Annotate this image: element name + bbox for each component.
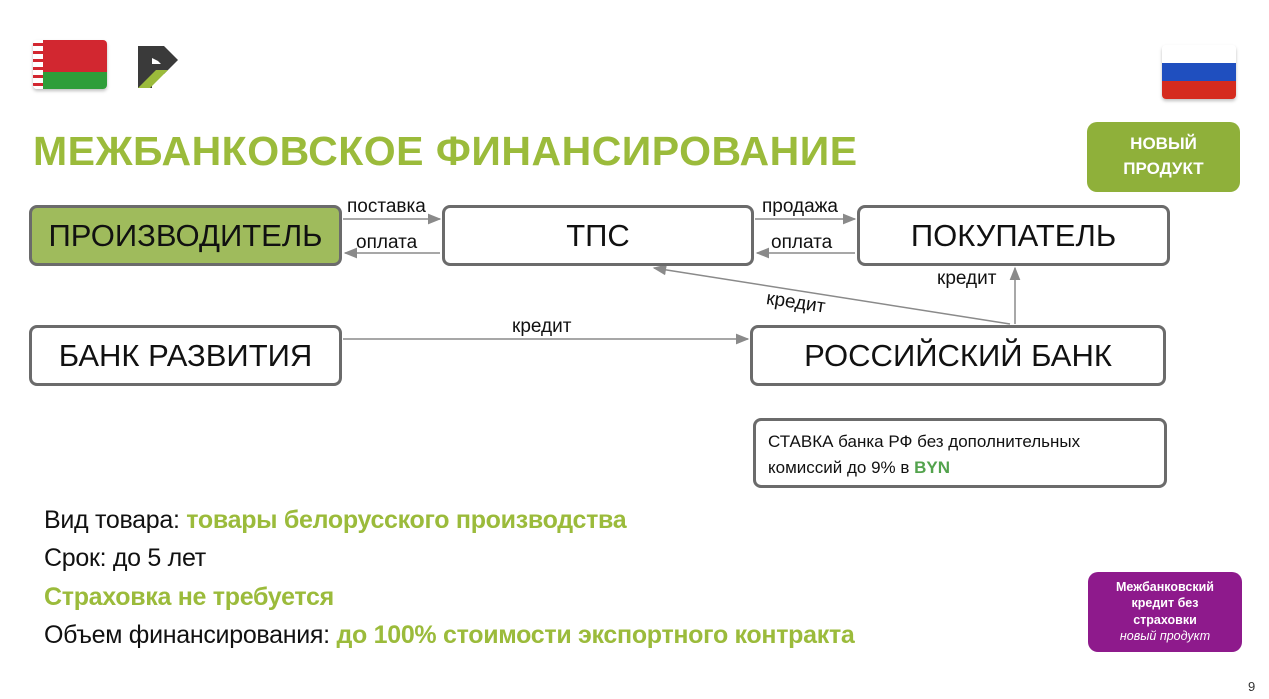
- development-bank-label: БАНК РАЗВИТИЯ: [58, 337, 313, 373]
- badge-line1: Межбанковский: [1116, 580, 1214, 594]
- label-credit-dev: кредит: [512, 316, 572, 337]
- label-delivery: поставка: [347, 196, 426, 217]
- rate-note: СТАВКА банка РФ без дополнительных комис…: [753, 418, 1167, 488]
- badge-line2: кредит без: [1131, 596, 1199, 611]
- tps-box: ТПС: [442, 205, 754, 266]
- russia-flag-icon: [1162, 45, 1236, 99]
- badge-line4: новый продукт: [1119, 628, 1211, 643]
- new-product-badge-line1: НОВЫЙ: [1130, 134, 1197, 154]
- interbank-credit-badge: Межбанковский кредит без страховки новый…: [1088, 572, 1242, 652]
- new-product-badge-line2: ПРОДУКТ: [1123, 159, 1204, 178]
- producer-box: ПРОИЗВОДИТЕЛЬ: [29, 205, 342, 266]
- label-payment-right: оплата: [771, 232, 833, 253]
- term-line: Срок: до 5 лет: [44, 544, 206, 572]
- development-bank-box: БАНК РАЗВИТИЯ: [29, 325, 342, 386]
- new-product-badge: НОВЫЙ ПРОДУКТ: [1087, 122, 1240, 192]
- rate-note-line2: комиссий до 9% в BYN: [768, 455, 1152, 481]
- rate-note-line2-text: комиссий до 9% в: [768, 457, 910, 477]
- currency-label: BYN: [914, 457, 951, 477]
- label-credit-buyer: кредит: [937, 268, 997, 289]
- goods-type-label: Вид товара:: [44, 506, 180, 534]
- page-title: МЕЖБАНКОВСКОЕ ФИНАНСИРОВАНИЕ: [33, 128, 858, 174]
- financing-volume-value: до 100% стоимости экспортного контракта: [336, 621, 855, 649]
- goods-type-line: Вид товара: товары белорусского производ…: [44, 506, 627, 535]
- russian-bank-label: РОССИЙСКИЙ БАНК: [804, 337, 1112, 373]
- page-number: 9: [1248, 679, 1256, 694]
- tps-label: ТПС: [566, 217, 630, 253]
- buyer-label: ПОКУПАТЕЛЬ: [910, 217, 1117, 253]
- company-logo: [138, 46, 178, 88]
- label-sale: продажа: [762, 196, 838, 217]
- belarus-flag-icon: [33, 40, 107, 89]
- goods-type-value: товары белорусского производства: [186, 506, 627, 534]
- russian-bank-box: РОССИЙСКИЙ БАНК: [750, 325, 1166, 386]
- financing-volume-label: Объем финансирования:: [44, 621, 330, 649]
- label-payment-left: оплата: [356, 232, 418, 253]
- insurance-line: Страховка не требуется: [44, 583, 334, 611]
- buyer-box: ПОКУПАТЕЛЬ: [857, 205, 1170, 266]
- producer-label: ПРОИЗВОДИТЕЛЬ: [48, 217, 323, 253]
- financing-volume-line: Объем финансирования: до 100% стоимости …: [44, 621, 855, 650]
- badge-line3: страховки: [1133, 612, 1197, 627]
- rate-note-line1: СТАВКА банка РФ без дополнительных: [768, 432, 1081, 451]
- arrow-credit-tps: [652, 264, 1011, 325]
